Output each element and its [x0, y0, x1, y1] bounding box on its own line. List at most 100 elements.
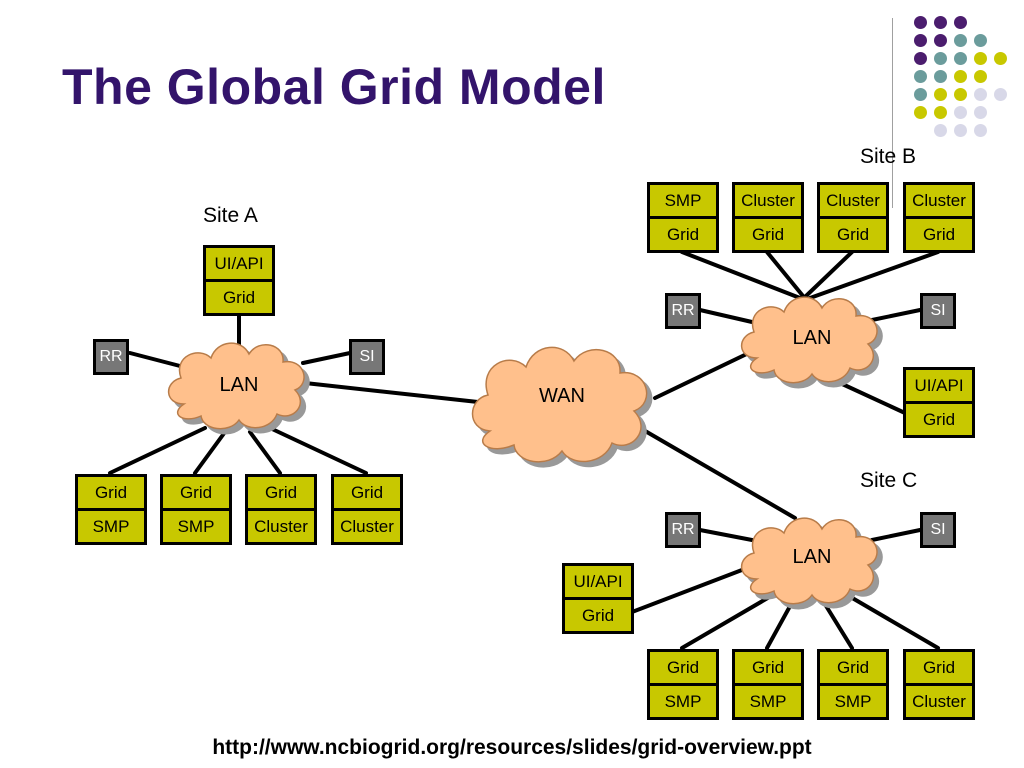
decorative-divider [892, 18, 893, 208]
node-cell: Cluster [906, 185, 972, 216]
deco-dot [954, 70, 967, 83]
deco-dot [914, 34, 927, 47]
node-cell: Grid [820, 652, 886, 683]
site-c-resource-node: Grid SMP [732, 649, 804, 720]
deco-dot [914, 70, 927, 83]
lan-cloud-site-a [167, 342, 305, 430]
node-cell: Grid [735, 652, 801, 683]
link-line [870, 528, 922, 542]
deco-dot [934, 106, 947, 119]
node-cell: Cluster [735, 185, 801, 216]
lan-cloud-site-b [740, 296, 878, 384]
deco-dot [934, 34, 947, 47]
source-url: http://www.ncbiogrid.org/resources/slide… [212, 736, 812, 759]
site-b-ui-node: UI/API Grid [903, 367, 975, 438]
node-cell: Grid [650, 652, 716, 683]
deco-dot [954, 88, 967, 101]
node-cell: Grid [248, 477, 314, 508]
node-cell: Grid [906, 404, 972, 435]
link-line [838, 381, 907, 415]
deco-dot [934, 124, 947, 137]
deco-dot [914, 106, 927, 119]
node-cell: SMP [650, 686, 716, 717]
link-line [303, 381, 480, 404]
link-line [268, 426, 368, 475]
deco-dot [994, 88, 1007, 101]
link-line [870, 308, 922, 322]
node-cell: Grid [906, 652, 972, 683]
deco-dot [954, 34, 967, 47]
deco-dot [974, 106, 987, 119]
site-b-resource-node: Cluster Grid [732, 182, 804, 253]
site-c-rr-node: RR [665, 512, 701, 548]
site-c-resource-node: Grid SMP [647, 649, 719, 720]
node-cell: Grid [206, 282, 272, 313]
node-cell: Cluster [820, 185, 886, 216]
link-line [193, 430, 227, 475]
site-a-resource-node: Grid SMP [75, 474, 147, 545]
node-cell: SMP [163, 511, 229, 542]
node-cell: UI/API [565, 566, 631, 597]
lan-label-site-c: LAN [792, 546, 832, 568]
link-line [301, 351, 352, 365]
node-cell: UI/API [906, 370, 972, 401]
link-line [804, 250, 854, 298]
deco-dot [934, 88, 947, 101]
node-cell: Cluster [906, 686, 972, 717]
node-cell: Grid [565, 600, 631, 631]
site-c-si-node: SI [920, 512, 956, 548]
deco-dot [974, 88, 987, 101]
node-cell: Grid [650, 219, 716, 250]
link-line [828, 583, 940, 650]
link-line [680, 583, 792, 650]
deco-dot [974, 70, 987, 83]
node-cell: Grid [820, 219, 886, 250]
link-line [765, 250, 805, 298]
deco-dot [974, 34, 987, 47]
deco-dot [934, 52, 947, 65]
node-cell: Grid [735, 219, 801, 250]
site-b-si-node: SI [920, 293, 956, 329]
deco-dot [974, 124, 987, 137]
link-line [808, 250, 940, 300]
node-cell: UI/API [206, 248, 272, 279]
link-line [698, 528, 754, 542]
deco-dot [914, 16, 927, 29]
site-b-label: Site B [860, 145, 917, 168]
deco-dot [954, 106, 967, 119]
node-cell: Grid [163, 477, 229, 508]
deco-dot [954, 16, 967, 29]
deco-dot [994, 52, 1007, 65]
link-line [108, 426, 207, 475]
site-a-rr-node: RR [93, 339, 129, 375]
lan-label-site-a: LAN [219, 374, 259, 396]
deco-dot [934, 16, 947, 29]
site-b-resource-node: Cluster Grid [817, 182, 889, 253]
node-cell: SMP [650, 185, 716, 216]
lan-cloud-site-c [740, 517, 878, 605]
site-c-resource-node: Grid SMP [817, 649, 889, 720]
deco-dot [954, 52, 967, 65]
node-cell: Cluster [248, 511, 314, 542]
link-line [653, 348, 757, 400]
site-a-resource-node: Grid SMP [160, 474, 232, 545]
node-cell: Cluster [334, 511, 400, 542]
wan-cloud [471, 346, 648, 463]
node-cell: SMP [735, 686, 801, 717]
site-b-rr-node: RR [665, 293, 701, 329]
site-a-si-node: SI [349, 339, 385, 375]
deco-dot [974, 52, 987, 65]
deco-dot [914, 88, 927, 101]
node-cell: Grid [906, 219, 972, 250]
site-c-ui-node: UI/API Grid [562, 563, 634, 634]
site-c-resource-node: Grid Cluster [903, 649, 975, 720]
site-a-label: Site A [203, 204, 258, 227]
site-b-resource-node: SMP Grid [647, 182, 719, 253]
wan-label: WAN [539, 385, 585, 407]
site-a-resource-node: Grid Cluster [245, 474, 317, 545]
link-line [630, 563, 757, 614]
site-a-resource-node: Grid Cluster [331, 474, 403, 545]
lan-label-site-b: LAN [792, 327, 832, 349]
deco-dot [914, 52, 927, 65]
